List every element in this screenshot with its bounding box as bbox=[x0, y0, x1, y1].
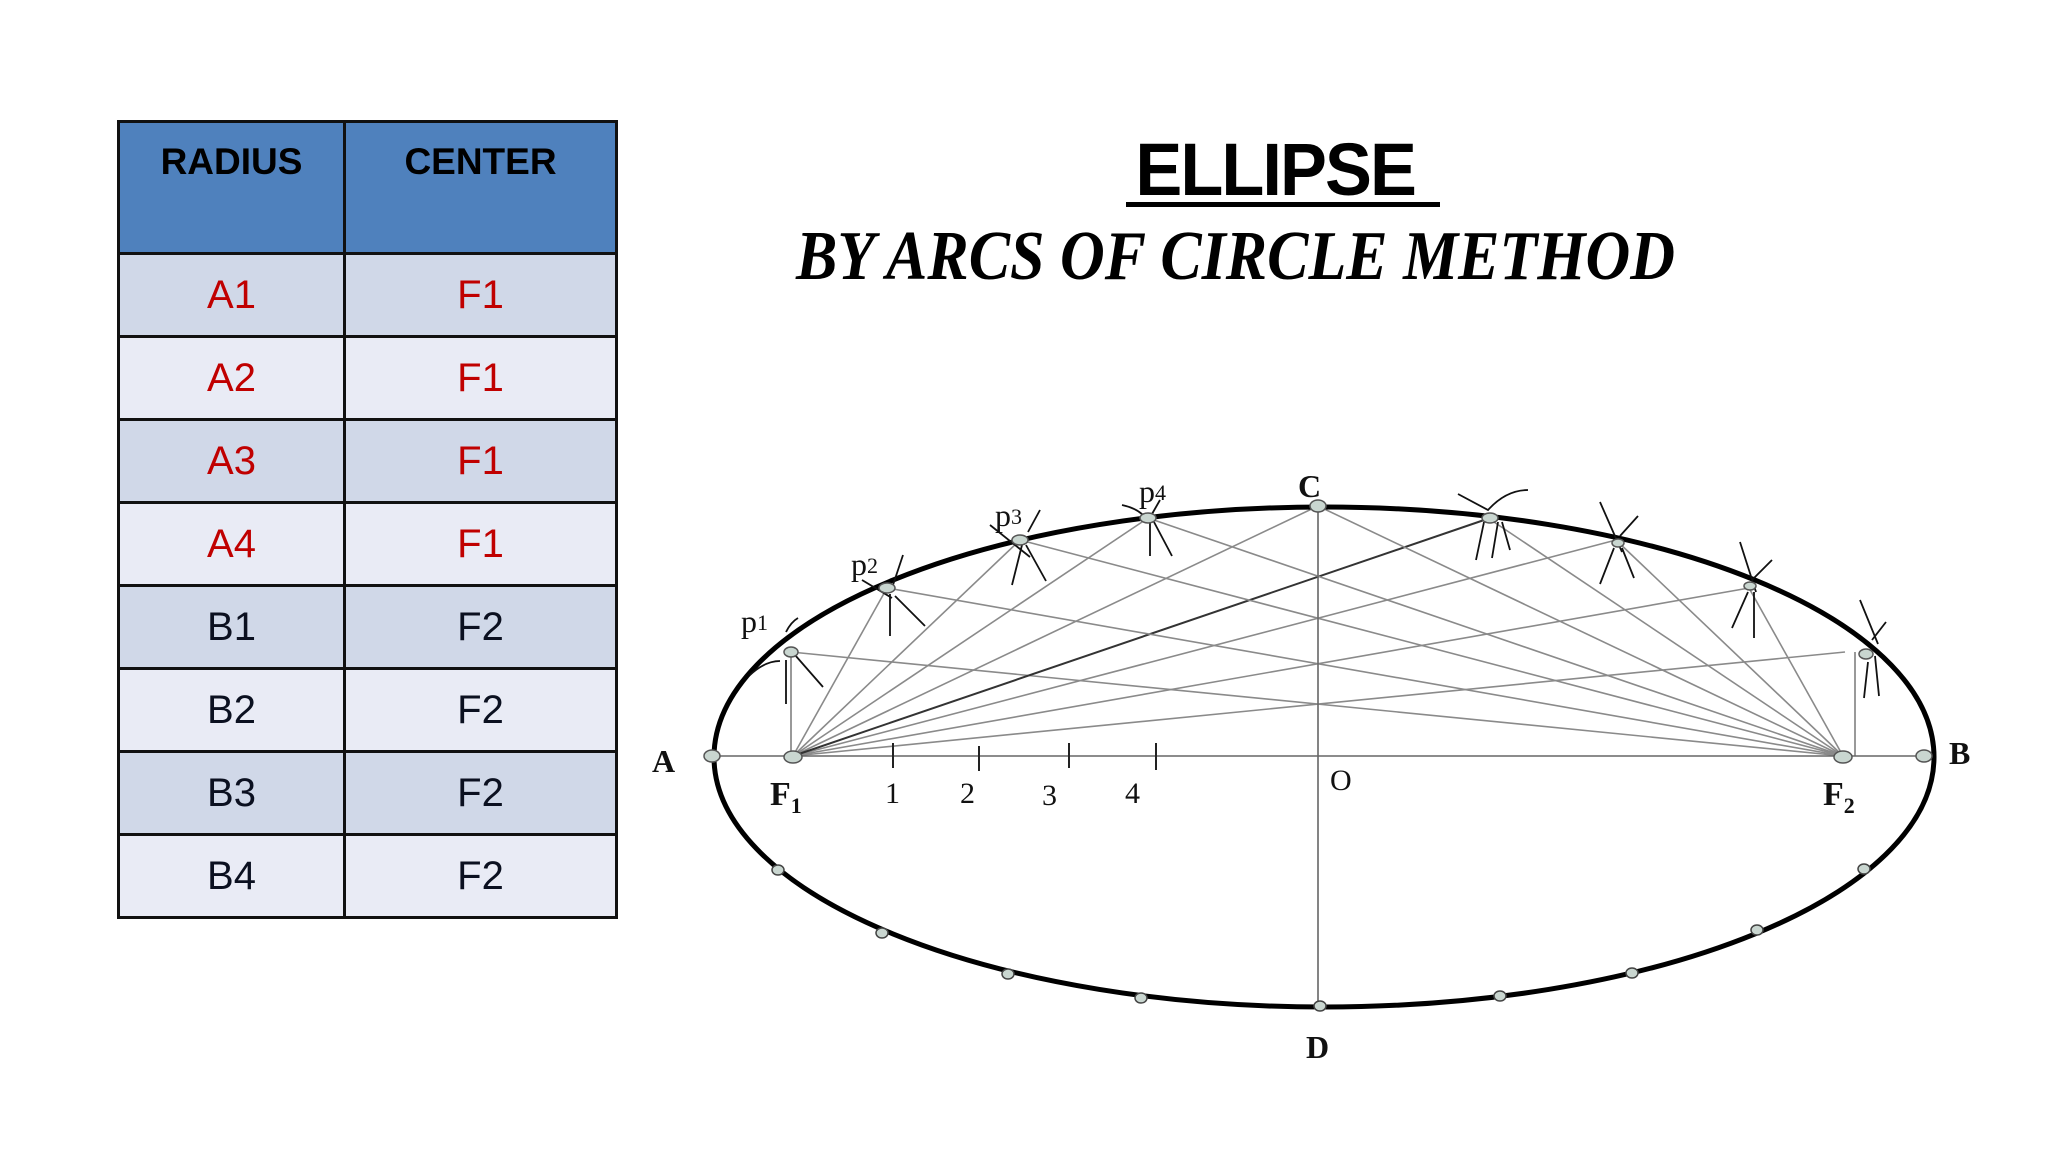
label-d: D bbox=[1306, 1029, 1329, 1065]
label-f2: F2 bbox=[1823, 776, 1855, 818]
label-p3: p3 bbox=[995, 497, 1022, 533]
header-center: CENTER bbox=[343, 120, 618, 255]
tick-label-3: 3 bbox=[1042, 779, 1057, 812]
construction-table: RADIUS CENTER A1 F1 A2 F1 A3 F1 A4 F1 B1 bbox=[117, 120, 618, 919]
arc-marks bbox=[749, 489, 1887, 704]
tick-label-1: 1 bbox=[885, 777, 900, 810]
label-b: B bbox=[1949, 735, 1970, 771]
radius-center-table: RADIUS CENTER A1 F1 A2 F1 A3 F1 A4 F1 B1 bbox=[117, 120, 618, 919]
cell-center: F2 bbox=[343, 833, 618, 919]
table-row: B1 F2 bbox=[117, 584, 618, 670]
table-header-row: RADIUS CENTER bbox=[117, 120, 618, 255]
cell-center: F2 bbox=[343, 584, 618, 670]
table-row: B3 F2 bbox=[117, 750, 618, 836]
cell-radius: B1 bbox=[117, 584, 346, 670]
label-p2: p2 bbox=[851, 546, 878, 582]
label-f1: F1 bbox=[770, 776, 802, 818]
construction-points bbox=[703, 499, 1933, 764]
tick-label-2: 2 bbox=[960, 777, 975, 810]
cell-center: F1 bbox=[343, 418, 618, 504]
cell-radius: A1 bbox=[117, 252, 346, 338]
label-o: O bbox=[1330, 764, 1352, 797]
division-ticks bbox=[892, 743, 1157, 771]
table-row: B2 F2 bbox=[117, 667, 618, 753]
label-c: C bbox=[1298, 468, 1321, 504]
table-row: B4 F2 bbox=[117, 833, 618, 919]
page-subtitle: BY ARCS OF CIRCLE METHOD bbox=[796, 218, 1676, 295]
point-c bbox=[1309, 499, 1327, 513]
point-d bbox=[1313, 1000, 1327, 1012]
page-title: ELLIPSE bbox=[1135, 128, 1417, 211]
title-underline bbox=[1126, 202, 1440, 207]
cell-center: F1 bbox=[343, 252, 618, 338]
table-row: A3 F1 bbox=[117, 418, 618, 504]
cell-radius: A2 bbox=[117, 335, 346, 421]
cell-center: F2 bbox=[343, 750, 618, 836]
cell-center: F1 bbox=[343, 335, 618, 421]
header-radius: RADIUS bbox=[117, 120, 346, 255]
cell-center: F2 bbox=[343, 667, 618, 753]
label-a: A bbox=[652, 743, 675, 779]
lower-points bbox=[771, 863, 1871, 1012]
point-f2 bbox=[1833, 750, 1853, 764]
cell-radius: B4 bbox=[117, 833, 346, 919]
dark-construction-line bbox=[792, 517, 1491, 757]
cell-radius: B2 bbox=[117, 667, 346, 753]
tick-label-4: 4 bbox=[1125, 777, 1140, 810]
table-row: A2 F1 bbox=[117, 335, 618, 421]
point-a bbox=[703, 749, 721, 763]
cell-radius: B3 bbox=[117, 750, 346, 836]
label-p1: p1 bbox=[741, 603, 768, 639]
cell-center: F1 bbox=[343, 501, 618, 587]
label-p4: p4 bbox=[1139, 473, 1166, 509]
point-f1 bbox=[783, 750, 803, 764]
cell-radius: A3 bbox=[117, 418, 346, 504]
cell-radius: A4 bbox=[117, 501, 346, 587]
table-row: A4 F1 bbox=[117, 501, 618, 587]
point-b bbox=[1915, 749, 1933, 763]
table-row: A1 F1 bbox=[117, 252, 618, 338]
fan-lines-f2 bbox=[886, 505, 1844, 757]
